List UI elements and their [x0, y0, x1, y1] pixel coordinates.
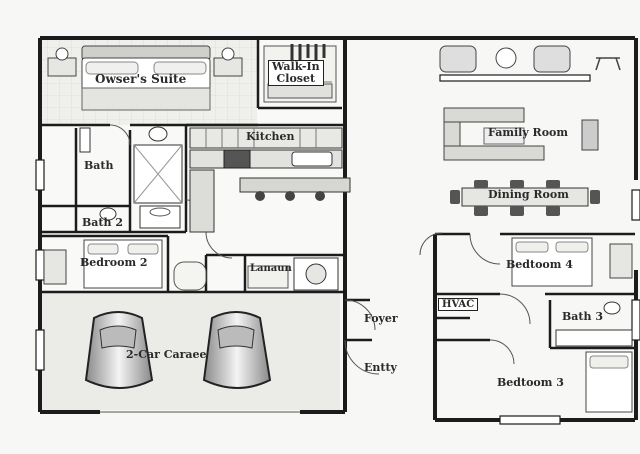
- laundry-label: Lanaun: [250, 263, 292, 274]
- kitchen-label: Kitchen: [246, 130, 295, 143]
- bedroom-3-label: Bedtoom 3: [497, 376, 564, 389]
- family-room-furniture: [443, 107, 599, 161]
- bedroom-4-bed: [511, 237, 633, 287]
- bedroom-3-bed: [585, 351, 633, 413]
- walk-in-label-line1: Walk-In: [272, 60, 320, 73]
- nightstand-left: [47, 57, 77, 77]
- walk-in-label-line2: Closet: [276, 72, 316, 85]
- cooktop-icon: [223, 149, 251, 169]
- garage-label: 2-Car Caraee: [126, 348, 207, 361]
- bath-3-label: Bath 3: [562, 310, 603, 323]
- interior-walls: [40, 40, 635, 350]
- sink-icon: [291, 151, 333, 167]
- dining-room-label: Dining Room: [488, 188, 569, 201]
- laundry-machines: [247, 257, 339, 291]
- bedroom-2-label: Bedroom 2: [80, 256, 148, 269]
- dining-set: [450, 180, 600, 216]
- bath-label: Bath: [84, 159, 114, 172]
- patio-chairs: [439, 45, 621, 73]
- entry-label: Entty: [364, 361, 397, 374]
- kitchen-cabinets: [189, 127, 351, 233]
- bath-3-fixtures: [555, 301, 633, 347]
- garage-cars: [84, 311, 272, 389]
- owners-suite-label: Owser's Suite: [95, 72, 187, 86]
- bedroom-4-label: Bedtoom 4: [506, 258, 573, 271]
- bedroom-2-bed: [43, 239, 207, 291]
- family-room-label: Family Room: [488, 126, 569, 139]
- windows: [35, 74, 640, 425]
- kitchen-island: [239, 177, 351, 193]
- bath-fixtures: [79, 126, 183, 229]
- nightstand-right: [213, 57, 243, 77]
- lamp-icon: [55, 47, 69, 61]
- lamp-icon: [221, 47, 235, 61]
- hvac-label: HVAC: [438, 298, 479, 311]
- owners-bed: [81, 45, 211, 111]
- foyer-label: Foyer: [364, 312, 398, 325]
- bath-2-label: Bath 2: [82, 216, 123, 229]
